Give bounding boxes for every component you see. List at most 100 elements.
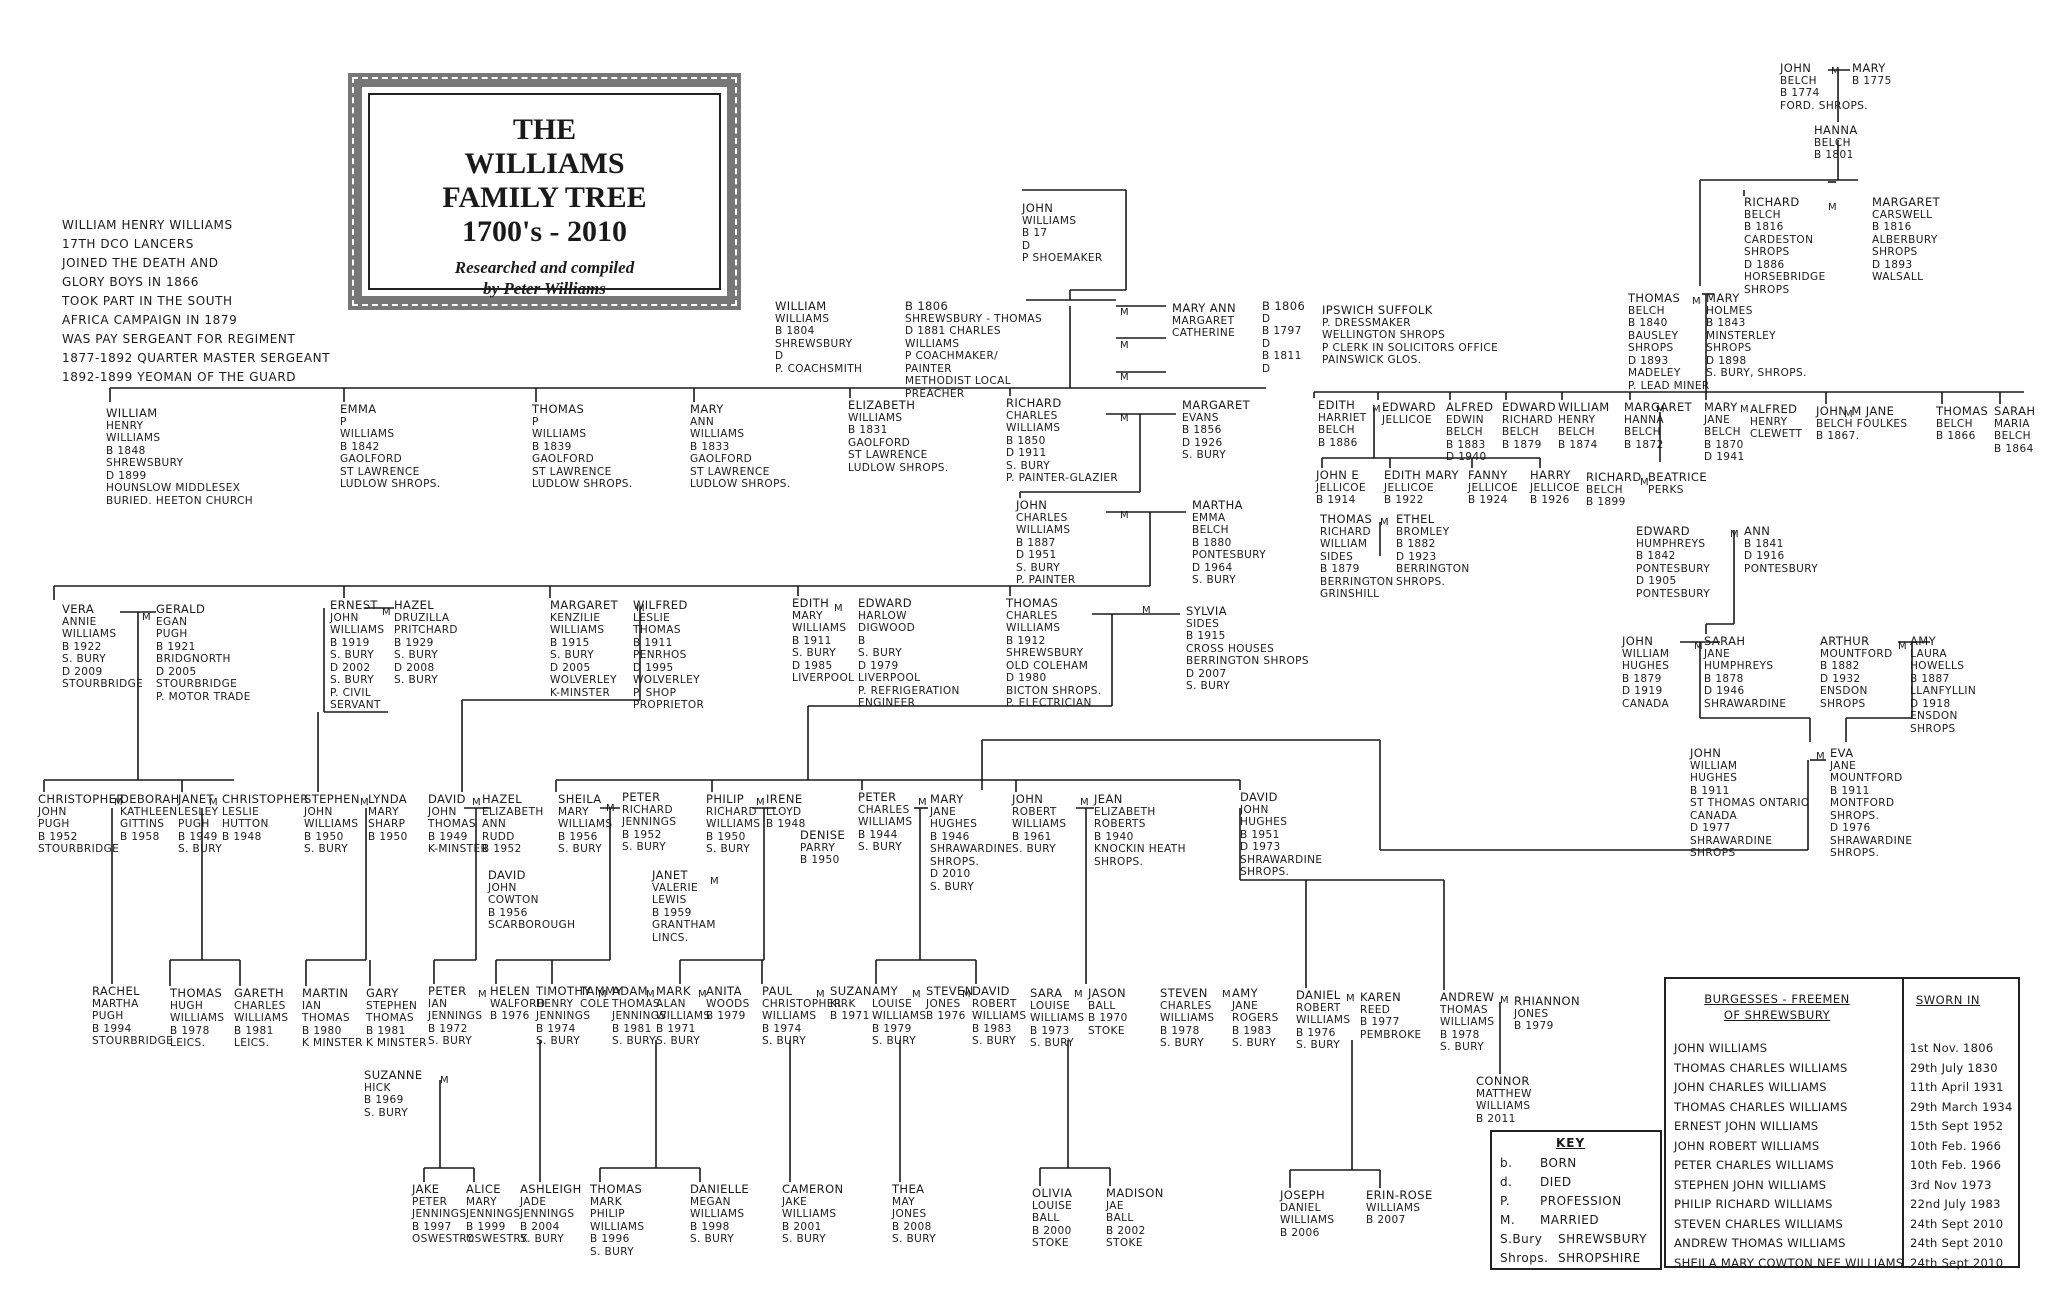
person-line: John M Jane <box>1816 404 1895 418</box>
person-line: K-Minster <box>428 843 489 855</box>
person-line: b 1864 <box>1994 442 2034 455</box>
marriage-marker: M <box>478 989 488 1000</box>
person-line: S. Bury <box>304 843 349 855</box>
person-line: b 1872 <box>1624 438 1664 451</box>
person-line: b 1816 <box>1744 221 1784 233</box>
note-line: William Henry Williams <box>62 218 233 232</box>
person-line: d 1995 <box>633 661 674 674</box>
person-line: Buried. Heeton Church <box>106 494 254 507</box>
person-line: Rudd <box>482 830 515 843</box>
marriage-marker: M <box>1831 66 1841 77</box>
person-line: Ludlow Shrops. <box>340 478 441 490</box>
person-line: Ann <box>482 818 507 830</box>
person-line: d 2005 <box>550 661 591 674</box>
person-line: Edward <box>1502 400 1556 414</box>
person-line: Peter <box>412 1195 448 1208</box>
person-line: Williams <box>1006 422 1061 434</box>
person-line: b 1914 <box>1316 494 1356 506</box>
person-line: Montford <box>1830 797 1895 809</box>
person-line: S. Bury <box>394 674 439 686</box>
burgess-date: 1st Nov. 1806 <box>1910 1041 1994 1055</box>
person-line: Harlow <box>858 609 907 622</box>
person-line: Hanna <box>1624 413 1664 426</box>
person-john-jane: John M JaneBelch Foulkesb 1867. <box>1816 405 1907 443</box>
person-line: Pritchard <box>394 624 458 636</box>
key-meaning: SHROPSHIRE <box>1558 1251 1641 1265</box>
person-william-henry-belch: WilliamHenryBelchb 1874 <box>1558 401 1610 451</box>
marriage-marker: M <box>598 989 608 1000</box>
person-line: John <box>38 805 67 818</box>
burgess-name: JOHN ROBERT WILLIAMS <box>1674 1138 1820 1153</box>
marriage-marker: M <box>962 989 972 1000</box>
person-line: Williams <box>782 1208 837 1220</box>
person-line: Shrops <box>1706 342 1752 354</box>
person-alfred-edwin: AlfredEdwinBelchb 1883d 1940 <box>1446 401 1493 464</box>
person-beatrice: BeatricePerks <box>1648 471 1707 496</box>
person-line: Painswick Glos. <box>1322 354 1422 366</box>
person-amy-laura: AmyLauraHowellsb 1887Llanfyllind 1918Ens… <box>1910 635 1976 735</box>
person-line: P <box>532 415 539 428</box>
person-sarah-jane: SarahJaneHumphreysb 1878d 1946Shrawardin… <box>1704 635 1786 710</box>
person-line: Christopher <box>38 792 125 806</box>
person-line: Stephen <box>366 999 418 1012</box>
person-line: b 1879 <box>1622 672 1662 685</box>
person-line: Shrops <box>1744 246 1790 258</box>
person-line: Shrewsbury <box>1006 647 1084 659</box>
person-line: b 1959 <box>652 906 692 919</box>
person-line: b 1952 <box>482 843 522 855</box>
person-line: b 1867. <box>1816 430 1860 442</box>
person-line: Jellicoe <box>1316 481 1366 494</box>
person-line: Charles <box>1160 999 1212 1012</box>
person-line: b 1952 <box>622 828 662 841</box>
person-line: Andrew <box>1440 990 1495 1004</box>
person-line: Walford <box>490 997 546 1010</box>
person-line: Williams <box>532 428 587 440</box>
person-line: b 1850 <box>1006 434 1046 447</box>
person-line: b 1831 <box>848 424 888 436</box>
marriage-marker: M <box>756 797 766 808</box>
person-line: Megan <box>690 1195 731 1208</box>
person-line: Williams <box>690 1208 745 1220</box>
person-line: Irene <box>766 792 803 806</box>
person-steven-jones: StevenJonesb 1976 <box>926 985 974 1023</box>
person-line: S. Bury <box>394 649 439 661</box>
marriage-marker: M <box>1694 641 1704 652</box>
person-line: Margaret <box>550 598 619 612</box>
person-line: b 1978 <box>1160 1024 1200 1037</box>
person-line: b 1950 <box>304 830 344 843</box>
title-line-3: FAMILY TREE <box>442 181 647 214</box>
person-line: Ann <box>1744 524 1771 538</box>
person-line: Liverpool <box>792 672 855 684</box>
person-line: Edwin <box>1446 413 1485 426</box>
person-line: Adam <box>612 984 648 998</box>
person-gareth: GarethCharlesWilliamsb 1981Leics. <box>234 987 288 1050</box>
marriage-marker: M <box>1640 477 1650 488</box>
person-line: Belch <box>1446 426 1483 438</box>
person-line: St Lawrence <box>848 449 928 461</box>
person-line: Mark <box>656 984 691 998</box>
person-line: b 2000 <box>1032 1224 1072 1237</box>
person-line: Humphreys <box>1636 537 1706 550</box>
person-line: d 1905 <box>1636 575 1677 587</box>
person-line: b 1870 <box>1704 438 1744 451</box>
person-line: b 1951 <box>1240 828 1280 841</box>
person-line: b 1950 <box>706 830 746 843</box>
marriage-marker: M <box>1898 641 1908 652</box>
person-line: Valerie <box>652 881 699 894</box>
person-line: Amy <box>1232 986 1259 1000</box>
person-mary-ann: MaryAnnWilliamsb 1833GaolfordSt Lawrence… <box>690 403 791 491</box>
person-line: b 1976 <box>1296 1026 1336 1039</box>
person-lynda: LyndaMarySharpb 1950 <box>368 793 408 843</box>
marriage-marker: M <box>1740 404 1750 415</box>
person-line: Bridgnorth <box>156 653 231 665</box>
person-line: Liverpool <box>858 672 921 684</box>
key-abbr: S.Bury <box>1500 1232 1543 1246</box>
person-line: Jake <box>782 1195 808 1208</box>
person-line: Lincs. <box>652 931 689 944</box>
